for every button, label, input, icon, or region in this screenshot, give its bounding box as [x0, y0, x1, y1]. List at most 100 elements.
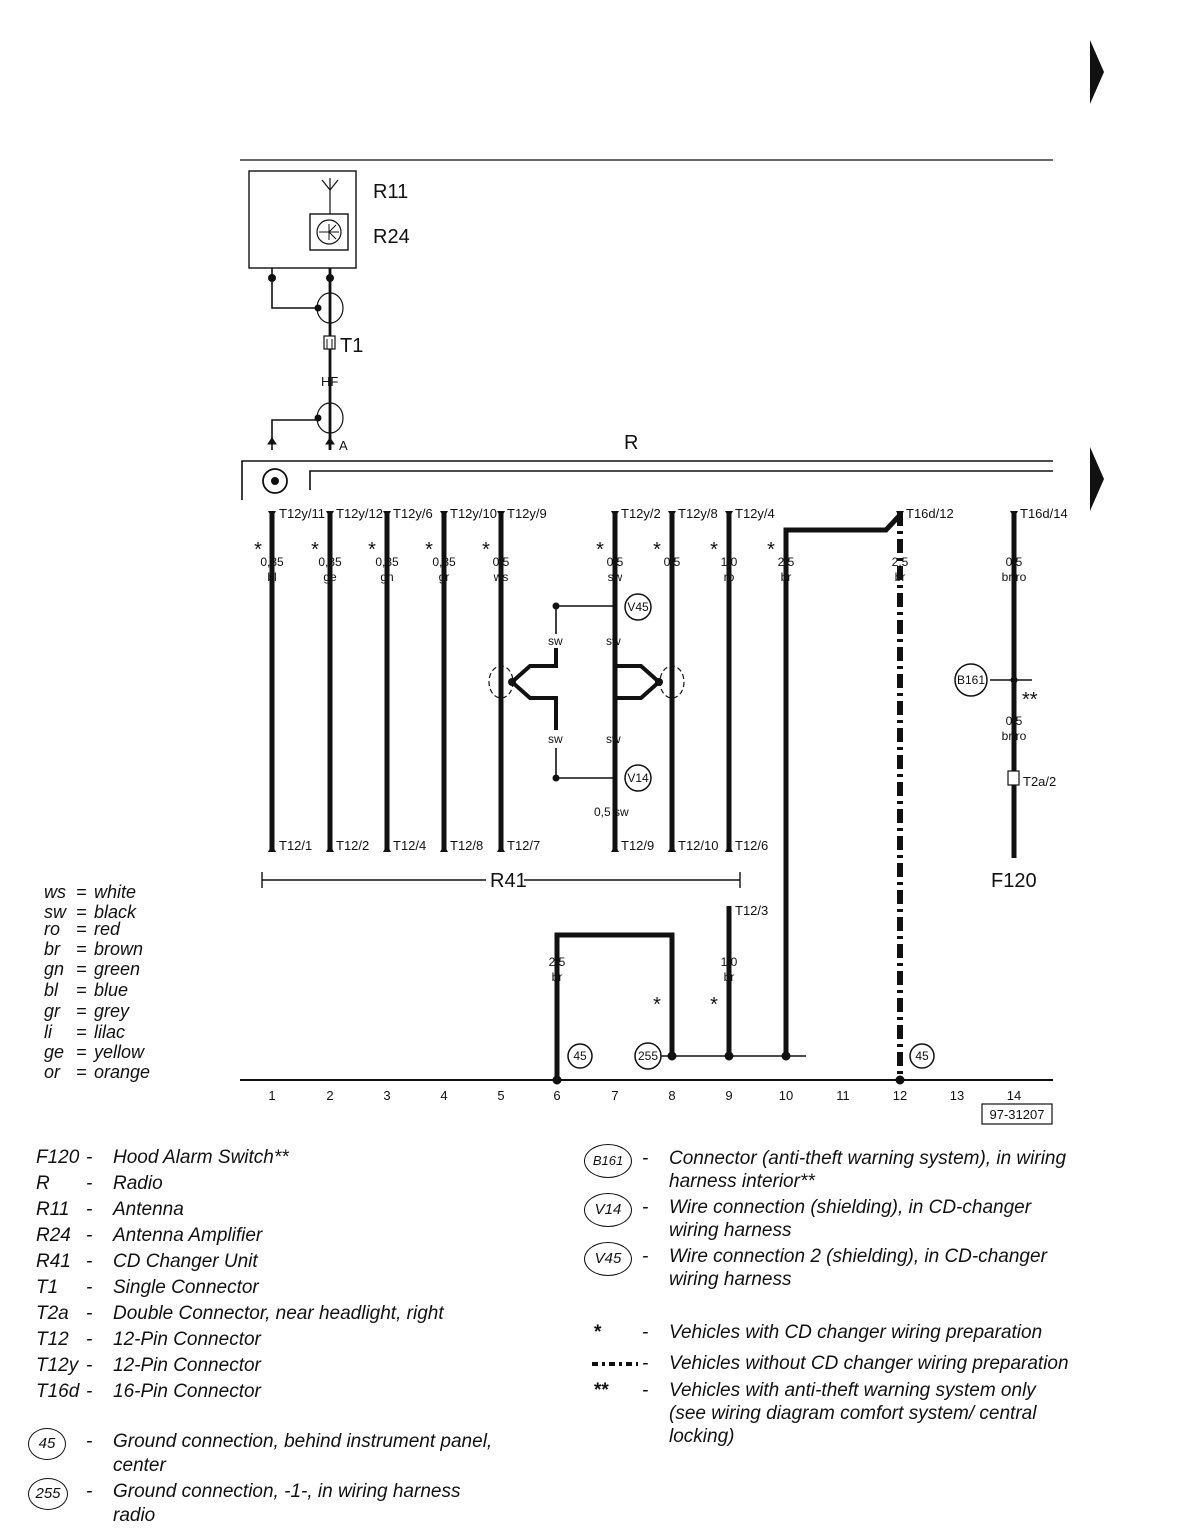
asterisk: * — [767, 539, 775, 561]
top-pin-labels: T12y/11 T12y/12 T12y/6 T12y/10 T12y/9 T1… — [279, 506, 1068, 521]
key-code: R41 — [36, 1251, 71, 1272]
symbol-key-row: ** - Vehicles with anti-theft warning sy… — [592, 1378, 1152, 1458]
dash-dot-line-icon — [592, 1362, 638, 1366]
pin-arrows — [268, 511, 1018, 518]
v45-label: V45 — [627, 600, 649, 614]
radio-outline — [241, 460, 1053, 500]
color-code: li — [44, 1022, 52, 1042]
antenna-jack-icon — [262, 468, 288, 494]
t2a-connector-icon — [1007, 770, 1020, 786]
wire-size: 2,5 — [549, 955, 566, 969]
key-dash: - — [86, 1251, 93, 1272]
color-name: blue — [94, 980, 129, 1000]
key-dash: - — [86, 1277, 93, 1298]
v14-wire-label: 0,5 sw — [594, 805, 629, 819]
equals: = — [76, 980, 87, 1000]
equals: = — [76, 939, 87, 959]
label-a: A — [339, 438, 348, 453]
asterisk: * — [368, 539, 376, 561]
equals: = — [76, 1062, 87, 1082]
pin-label: T12/10 — [678, 838, 718, 853]
color-legend-row: gr=grey — [44, 1001, 214, 1021]
key-code: T12 — [36, 1329, 69, 1350]
key-row: T12y-12-Pin Connector — [36, 1353, 556, 1379]
color-name: yellow — [94, 1042, 145, 1062]
radio-inner-line — [309, 470, 1053, 490]
double-asterisk: ** — [1022, 689, 1038, 711]
color-code: or — [44, 1062, 61, 1082]
color-legend-row: li=lilac — [44, 1022, 214, 1042]
key-desc: Wire connection 2 (shielding), in CD-cha… — [669, 1246, 1047, 1267]
ground-255-icon: 255 — [28, 1478, 68, 1510]
equals: = — [76, 959, 87, 979]
color-legend-row: ro=red — [44, 919, 214, 939]
pin-label: T16d/14 — [1020, 506, 1068, 521]
wire-color: br — [724, 970, 735, 984]
label-t1: T1 — [340, 335, 363, 357]
color-name: lilac — [94, 1022, 126, 1042]
key-dash: - — [642, 1148, 649, 1169]
grid-number: 3 — [383, 1088, 390, 1103]
key-row: R24-Antenna Amplifier — [36, 1223, 556, 1249]
double-asterisk-symbol: ** — [594, 1380, 609, 1401]
connection-key-row: V14 - Wire connection (shielding), in CD… — [584, 1193, 1144, 1243]
b161-connector-icon — [954, 663, 988, 697]
shield-label: sw — [548, 634, 563, 648]
grid-number: 4 — [440, 1088, 447, 1103]
key-row: T2a-Double Connector, near headlight, ri… — [36, 1301, 556, 1327]
grid-number: 8 — [668, 1088, 675, 1103]
key-dash: - — [642, 1197, 649, 1218]
antenna-cable — [267, 268, 344, 450]
color-name: brown — [94, 939, 144, 959]
v45-connection-icon: V45 — [584, 1242, 632, 1276]
key-row: F120-Hood Alarm Switch** — [36, 1145, 556, 1171]
key-code: R24 — [36, 1225, 71, 1246]
grid-numbers: 1 2 3 4 5 6 7 8 9 10 11 12 13 14 — [268, 1088, 1021, 1103]
pin-label: T12/6 — [735, 838, 768, 853]
label-t2a2: T2a/2 — [1023, 774, 1056, 789]
wiring-diagram: R11 R24 T1 HF A R T12y/11 T12y/12 T12y/6… — [240, 40, 1104, 1125]
key-dash: - — [86, 1481, 93, 1502]
key-code: T2a — [36, 1303, 69, 1324]
asterisk: * — [254, 539, 262, 561]
key-desc-cont: wiring harness — [669, 1220, 792, 1241]
key-dash: - — [86, 1147, 93, 1168]
key-dash: - — [642, 1380, 649, 1401]
color-code: sw — [44, 902, 66, 922]
antenna-assembly — [248, 170, 357, 269]
next-page-arrow-icon[interactable] — [1090, 40, 1104, 104]
key-desc: Antenna — [113, 1199, 184, 1220]
shield-label: sw — [606, 634, 621, 648]
grid-number: 10 — [779, 1088, 793, 1103]
asterisk-markers: * * * * * * * * * * * — [254, 539, 775, 1016]
pin-label: T12/4 — [393, 838, 426, 853]
asterisk: * — [596, 539, 604, 561]
key-code: T12y — [36, 1355, 79, 1376]
key-desc: Double Connector, near headlight, right — [113, 1303, 444, 1324]
grid-number: 2 — [326, 1088, 333, 1103]
equals: = — [76, 902, 87, 922]
key-code: F120 — [36, 1147, 80, 1168]
key-dash: - — [642, 1353, 649, 1374]
color-name: orange — [94, 1062, 151, 1082]
key-dash: - — [86, 1225, 93, 1246]
pin-label: T12y/8 — [678, 506, 718, 521]
key-row: R41-CD Changer Unit — [36, 1249, 556, 1275]
key-desc: Vehicles without CD changer wiring prepa… — [669, 1353, 1069, 1374]
grid-number: 6 — [553, 1088, 560, 1103]
key-desc-cont: center — [113, 1455, 166, 1476]
key-desc: Wire connection (shielding), in CD-chang… — [669, 1197, 1032, 1218]
wire-br-10 — [783, 513, 902, 1056]
grid-number: 9 — [725, 1088, 732, 1103]
pin-label: T12y/12 — [336, 506, 383, 521]
pin-arrows-bottom — [268, 845, 733, 852]
key-dash: - — [86, 1199, 93, 1220]
continue-arrow-icon[interactable] — [1090, 447, 1104, 511]
b161-connector-icon: B161 — [584, 1144, 632, 1178]
key-dash: - — [86, 1173, 93, 1194]
b161-label: B161 — [957, 673, 985, 687]
key-dash: - — [86, 1303, 93, 1324]
color-name: black — [94, 902, 137, 922]
pin-label: T12/1 — [279, 838, 312, 853]
equals: = — [76, 882, 87, 902]
